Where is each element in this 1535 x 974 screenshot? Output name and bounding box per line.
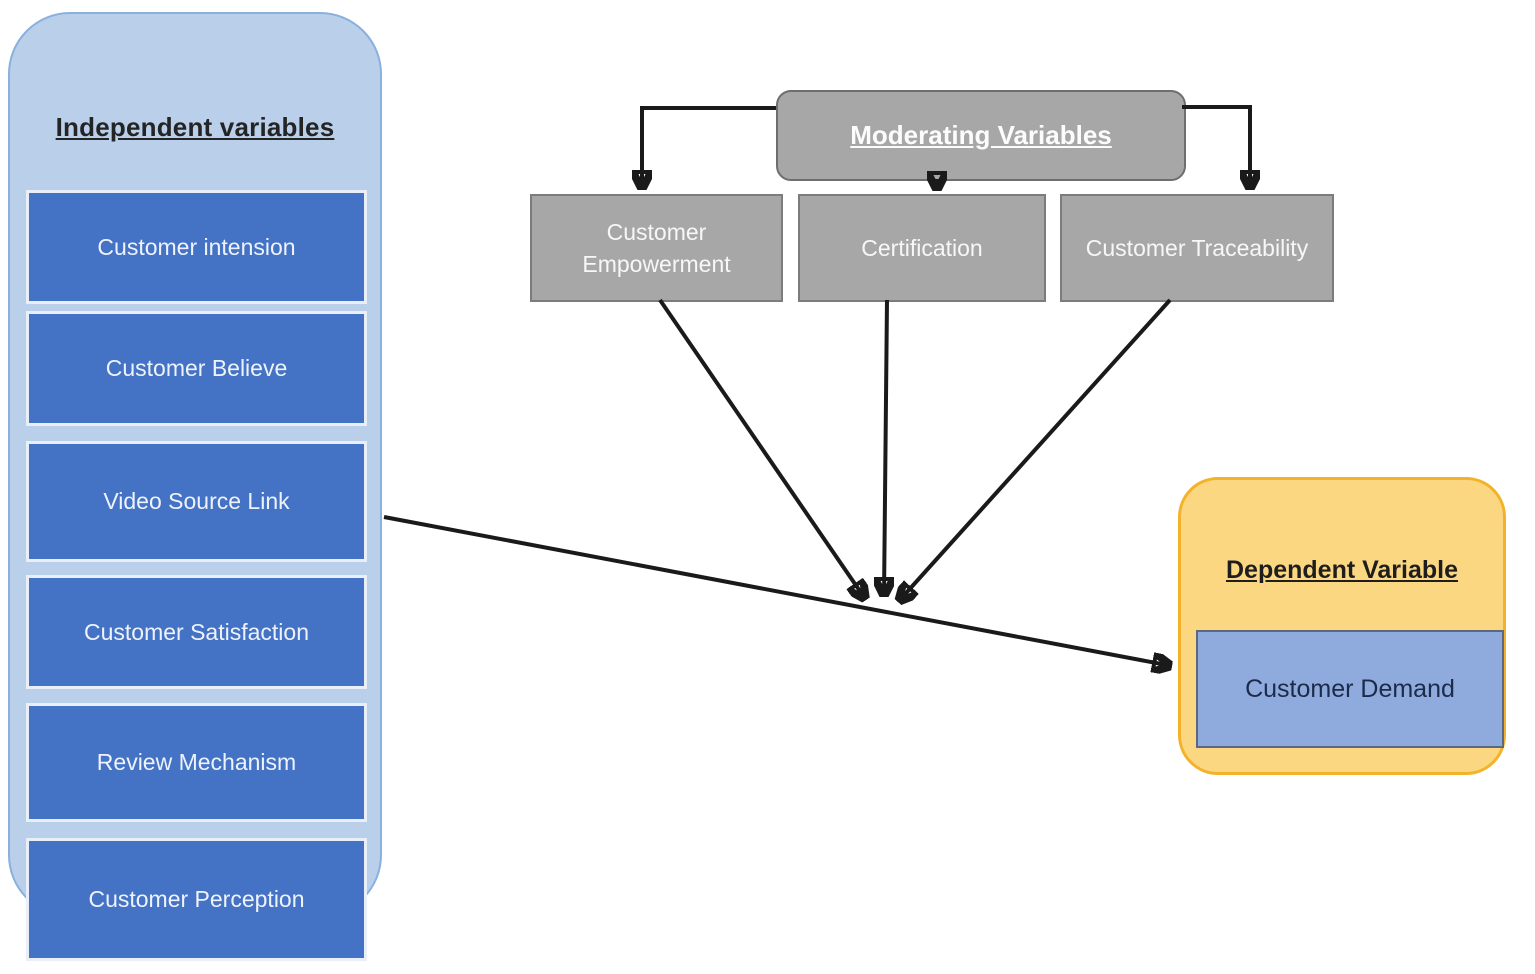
arrow-independent-to-dependent [383,515,1172,666]
independent-box-video-source-link: Video Source Link [26,441,367,562]
independent-variables-panel: Independent variables Customer intension… [8,12,382,961]
arrow-empowerment-to-convergence [658,298,866,600]
independent-box-customer-believe: Customer Believe [26,311,367,426]
moderating-box-certification: Certification [798,194,1046,302]
arrow-traceability-to-convergence [898,298,1172,602]
arrow-certification-to-convergence [884,299,887,597]
moderating-box-customer-traceability: Customer Traceability [1060,194,1334,302]
independent-variables-title: Independent variables [55,112,335,142]
independent-box-customer-perception: Customer Perception [26,838,367,961]
dependent-variable-panel: Dependent Variable Customer Demand [1178,477,1506,775]
dependent-box-customer-demand: Customer Demand [1196,630,1504,748]
moderating-variables-header: Moderating Variables [776,90,1186,181]
moderating-box-customer-empowerment: Customer Empowerment [530,194,783,302]
dependent-variable-title: Dependent Variable [1225,556,1459,584]
independent-box-customer-satisfaction: Customer Satisfaction [26,575,367,689]
arrow-moderating-to-traceability [1182,105,1250,190]
independent-box-review-mechanism: Review Mechanism [26,703,367,822]
arrow-moderating-to-empowerment [642,106,776,190]
independent-box-customer-intension: Customer intension [26,190,367,304]
